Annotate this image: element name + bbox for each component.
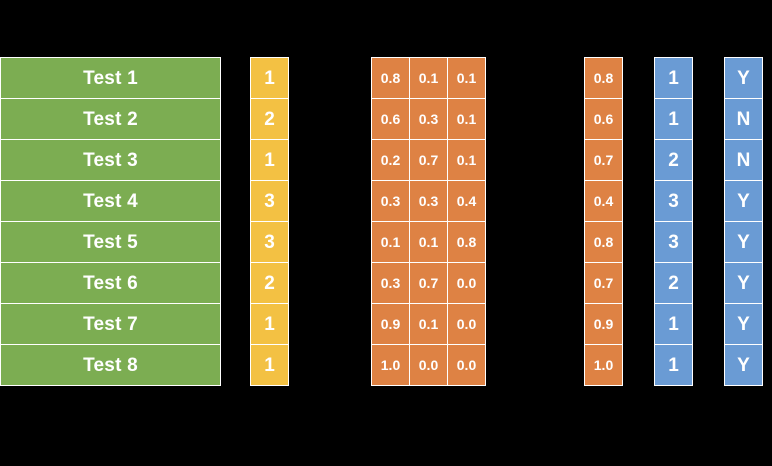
probability-row: 0.3 0.7 0.0 (371, 262, 486, 304)
correct-flag-column: Y N N Y Y Y Y Y (724, 57, 763, 386)
predicted-label-cell: 2 (654, 139, 693, 181)
true-label-cell: 3 (250, 221, 289, 263)
max-probability-cell: 0.7 (584, 262, 623, 304)
probability-row: 0.1 0.1 0.8 (371, 221, 486, 263)
test-label-cell: Test 2 (0, 98, 221, 140)
correct-flag-cell: Y (724, 221, 763, 263)
probability-row: 0.2 0.7 0.1 (371, 139, 486, 181)
probability-cell: 0.1 (409, 57, 448, 99)
probability-cell: 0.6 (371, 98, 410, 140)
probability-matrix: 0.8 0.1 0.1 0.6 0.3 0.1 0.2 0.7 0.1 0.3 … (371, 57, 486, 386)
probability-cell: 0.8 (371, 57, 410, 99)
max-probability-cell: 0.8 (584, 221, 623, 263)
probability-cell: 0.0 (447, 303, 486, 345)
probability-cell: 0.0 (409, 344, 448, 386)
predicted-label-cell: 1 (654, 303, 693, 345)
correct-flag-cell: Y (724, 303, 763, 345)
probability-row: 0.6 0.3 0.1 (371, 98, 486, 140)
probability-row: 1.0 0.0 0.0 (371, 344, 486, 386)
test-label-cell: Test 7 (0, 303, 221, 345)
max-probability-cell: 0.4 (584, 180, 623, 222)
test-label-cell: Test 4 (0, 180, 221, 222)
test-label-cell: Test 6 (0, 262, 221, 304)
correct-flag-cell: Y (724, 344, 763, 386)
correct-flag-cell: Y (724, 57, 763, 99)
predicted-label-cell: 2 (654, 262, 693, 304)
probability-cell: 0.3 (409, 180, 448, 222)
probability-cell: 0.1 (447, 57, 486, 99)
probability-cell: 0.8 (447, 221, 486, 263)
predicted-label-cell: 1 (654, 98, 693, 140)
predicted-label-cell: 3 (654, 180, 693, 222)
predicted-label-cell: 1 (654, 344, 693, 386)
test-label-cell: Test 3 (0, 139, 221, 181)
predicted-label-column: 1 1 2 3 3 2 1 1 (654, 57, 693, 386)
test-label-cell: Test 5 (0, 221, 221, 263)
max-probability-cell: 0.6 (584, 98, 623, 140)
max-probability-cell: 0.8 (584, 57, 623, 99)
probability-cell: 0.3 (409, 98, 448, 140)
probability-cell: 0.3 (371, 262, 410, 304)
correct-flag-cell: N (724, 139, 763, 181)
probability-cell: 0.4 (447, 180, 486, 222)
true-label-cell: 2 (250, 262, 289, 304)
true-label-cell: 1 (250, 344, 289, 386)
probability-cell: 0.0 (447, 262, 486, 304)
probability-cell: 0.3 (371, 180, 410, 222)
predicted-label-cell: 1 (654, 57, 693, 99)
true-label-cell: 1 (250, 303, 289, 345)
probability-cell: 0.1 (371, 221, 410, 263)
true-label-cell: 2 (250, 98, 289, 140)
probability-row: 0.8 0.1 0.1 (371, 57, 486, 99)
correct-flag-cell: N (724, 98, 763, 140)
test-label-cell: Test 8 (0, 344, 221, 386)
probability-cell: 0.1 (409, 303, 448, 345)
probability-row: 0.9 0.1 0.0 (371, 303, 486, 345)
probability-cell: 0.7 (409, 262, 448, 304)
true-label-cell: 1 (250, 139, 289, 181)
true-label-cell: 3 (250, 180, 289, 222)
probability-cell: 0.7 (409, 139, 448, 181)
test-label-cell: Test 1 (0, 57, 221, 99)
probability-row: 0.3 0.3 0.4 (371, 180, 486, 222)
probability-cell: 0.9 (371, 303, 410, 345)
test-label-column: Test 1 Test 2 Test 3 Test 4 Test 5 Test … (0, 57, 221, 386)
probability-cell: 0.1 (447, 98, 486, 140)
predicted-label-cell: 3 (654, 221, 693, 263)
probability-cell: 0.1 (447, 139, 486, 181)
probability-cell: 0.0 (447, 344, 486, 386)
max-probability-cell: 0.9 (584, 303, 623, 345)
true-label-column: 1 2 1 3 3 2 1 1 (250, 57, 289, 386)
probability-cell: 0.1 (409, 221, 448, 263)
correct-flag-cell: Y (724, 180, 763, 222)
max-probability-cell: 0.7 (584, 139, 623, 181)
max-probability-column: 0.8 0.6 0.7 0.4 0.8 0.7 0.9 1.0 (584, 57, 623, 386)
max-probability-cell: 1.0 (584, 344, 623, 386)
true-label-cell: 1 (250, 57, 289, 99)
probability-cell: 0.2 (371, 139, 410, 181)
correct-flag-cell: Y (724, 262, 763, 304)
probability-cell: 1.0 (371, 344, 410, 386)
